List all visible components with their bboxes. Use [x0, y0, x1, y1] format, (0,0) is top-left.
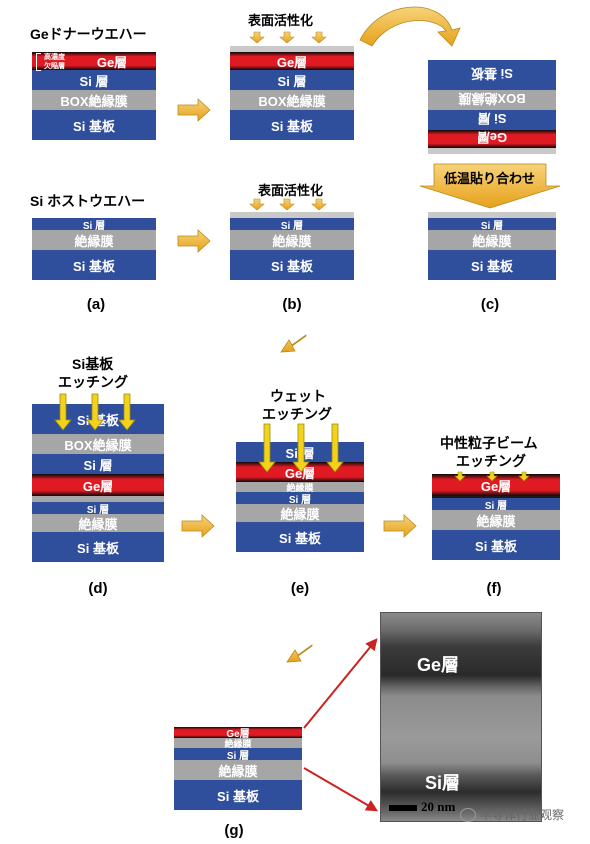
- si-substrate: Si 基板: [230, 250, 354, 280]
- si-layer: Si 層: [174, 748, 302, 760]
- defect-layer-label: 欠陥層: [44, 63, 65, 70]
- beam-arrows-f: [454, 471, 530, 482]
- si-layer: Si 層: [428, 218, 556, 230]
- activated-surface: [230, 46, 354, 52]
- tem-micrograph: Ge層 Si層 20 nm: [380, 612, 542, 822]
- insulator: 絶縁膜: [32, 230, 156, 250]
- brace-icon: [36, 53, 41, 71]
- bonded-wafer-d: Si 基板 BOX絶縁膜 Si 層 Ge層 Si 層 絶縁膜 Si 基板: [32, 404, 164, 562]
- activation-arrows-top: [249, 31, 327, 44]
- wet-etching-label-2: エッチング: [262, 406, 332, 422]
- insulator: 絶縁膜: [174, 760, 302, 780]
- caption-g: (g): [224, 822, 244, 839]
- si-substrate: Si 基板: [428, 250, 556, 280]
- flip-arrow: [359, 6, 461, 47]
- si-layer: Si 層: [230, 70, 354, 90]
- si-layer: Si 層: [32, 70, 156, 90]
- activation-arrows-bottom: [249, 198, 327, 211]
- caption-f: (f): [486, 580, 502, 597]
- si-layer: Si 層: [32, 454, 164, 474]
- bonding-arrow: [419, 163, 561, 209]
- insulator-thin: 絶縁膜: [174, 738, 302, 748]
- box-insulator: BOX絶縁膜: [32, 90, 156, 110]
- hi-conc-label: 高濃度: [44, 54, 65, 61]
- si-substrate: Si 基板: [432, 530, 560, 560]
- insulator: 絶縁膜: [236, 504, 364, 522]
- ge-layer: Ge層: [32, 52, 156, 70]
- insulator-thin: 絶縁膜: [236, 482, 364, 492]
- bonded-wafer-f: Ge層 Si 層 絶縁膜 Si 基板: [432, 474, 560, 560]
- etching-arrows-e: [258, 423, 344, 473]
- scale-label: 20 nm: [421, 799, 456, 814]
- si-host-label: Si ホストウエハー: [30, 193, 146, 209]
- activated-surface: [230, 212, 354, 218]
- diagonal-arrow-1: [280, 334, 307, 353]
- wechat-icon: [460, 808, 476, 822]
- caption-c: (c): [480, 296, 500, 313]
- pointer-to-si: [303, 767, 379, 812]
- host-wafer-a: Si 層 絶縁膜 Si 基板: [32, 218, 156, 280]
- process-arrow-4: [383, 514, 417, 538]
- ge-layer: Ge層: [432, 474, 560, 496]
- box-insulator: BOX絶縁膜: [32, 434, 164, 454]
- process-arrow-2: [177, 229, 211, 253]
- ge-layer: Ge層: [32, 474, 164, 496]
- host-wafer-b: Si 層 絶縁膜 Si 基板: [230, 212, 354, 280]
- si-substrate: Si 基板: [230, 110, 354, 140]
- surface-activation-top-label: 表面活性化: [248, 13, 314, 28]
- insulator: 絶縁膜: [32, 514, 164, 532]
- pointer-to-ge: [303, 638, 378, 729]
- scale-bar: [389, 805, 417, 811]
- si-substrate: Si 基板: [32, 250, 156, 280]
- ge-layer: Ge層: [174, 727, 302, 738]
- bond-interface: [32, 496, 164, 502]
- bond-interface: [432, 496, 560, 498]
- caption-e: (e): [290, 580, 310, 597]
- diagonal-arrow-2: [286, 644, 313, 663]
- activated-surface: [428, 212, 556, 218]
- neutral-beam-label-2: エッチング: [456, 453, 526, 469]
- wet-etching-label-1: ウェット: [270, 388, 326, 404]
- si-layer: Si 層: [236, 492, 364, 504]
- donor-wafer-b: Ge層 Si 層 BOX絶縁膜 Si 基板: [230, 46, 354, 140]
- si-substrate: Si 基板: [32, 110, 156, 140]
- watermark: 半导体行业观察: [480, 808, 565, 822]
- si-layer: Si 層: [432, 498, 560, 510]
- si-substrate: Si 基板: [174, 780, 302, 810]
- donor-wafer-a: Ge層 Si 層 BOX絶縁膜 Si 基板: [32, 52, 156, 140]
- ge-donor-label: Geドナーウエハー: [30, 26, 147, 42]
- low-temp-bonding-label: 低温貼り合わせ: [444, 171, 536, 186]
- box-insulator: BOX絶縁膜: [230, 90, 354, 110]
- ge-layer: Ge層: [230, 52, 354, 70]
- si-substrate-etching-label-1: Si基板: [72, 356, 114, 372]
- insulator: 絶縁膜: [432, 510, 560, 530]
- insulator: 絶縁膜: [428, 230, 556, 250]
- insulator: 絶縁膜: [230, 230, 354, 250]
- si-layer: Si 層: [230, 218, 354, 230]
- caption-b: (b): [282, 296, 302, 313]
- process-arrow-3: [181, 514, 215, 538]
- etching-arrows-d: [54, 393, 136, 431]
- process-arrow-1: [177, 98, 211, 122]
- caption-d: (d): [88, 580, 108, 597]
- si-substrate: Si 基板: [32, 532, 164, 562]
- neutral-beam-label-1: 中性粒子ビーム: [440, 435, 538, 451]
- si-layer: Si 層: [32, 502, 164, 514]
- final-wafer-g: Ge層 絶縁膜 Si 層 絶縁膜 Si 基板: [174, 727, 302, 810]
- caption-a: (a): [86, 296, 106, 313]
- si-layer: Si 層: [32, 218, 156, 230]
- tem-ge-label: Ge層: [417, 655, 460, 675]
- surface-activation-bottom-label: 表面活性化: [258, 183, 324, 198]
- tem-si-label: Si層: [425, 773, 461, 793]
- si-substrate-etching-label-2: エッチング: [58, 374, 128, 390]
- si-substrate: Si 基板: [236, 522, 364, 552]
- host-wafer-c: Si 層 絶縁膜 Si 基板: [428, 212, 556, 280]
